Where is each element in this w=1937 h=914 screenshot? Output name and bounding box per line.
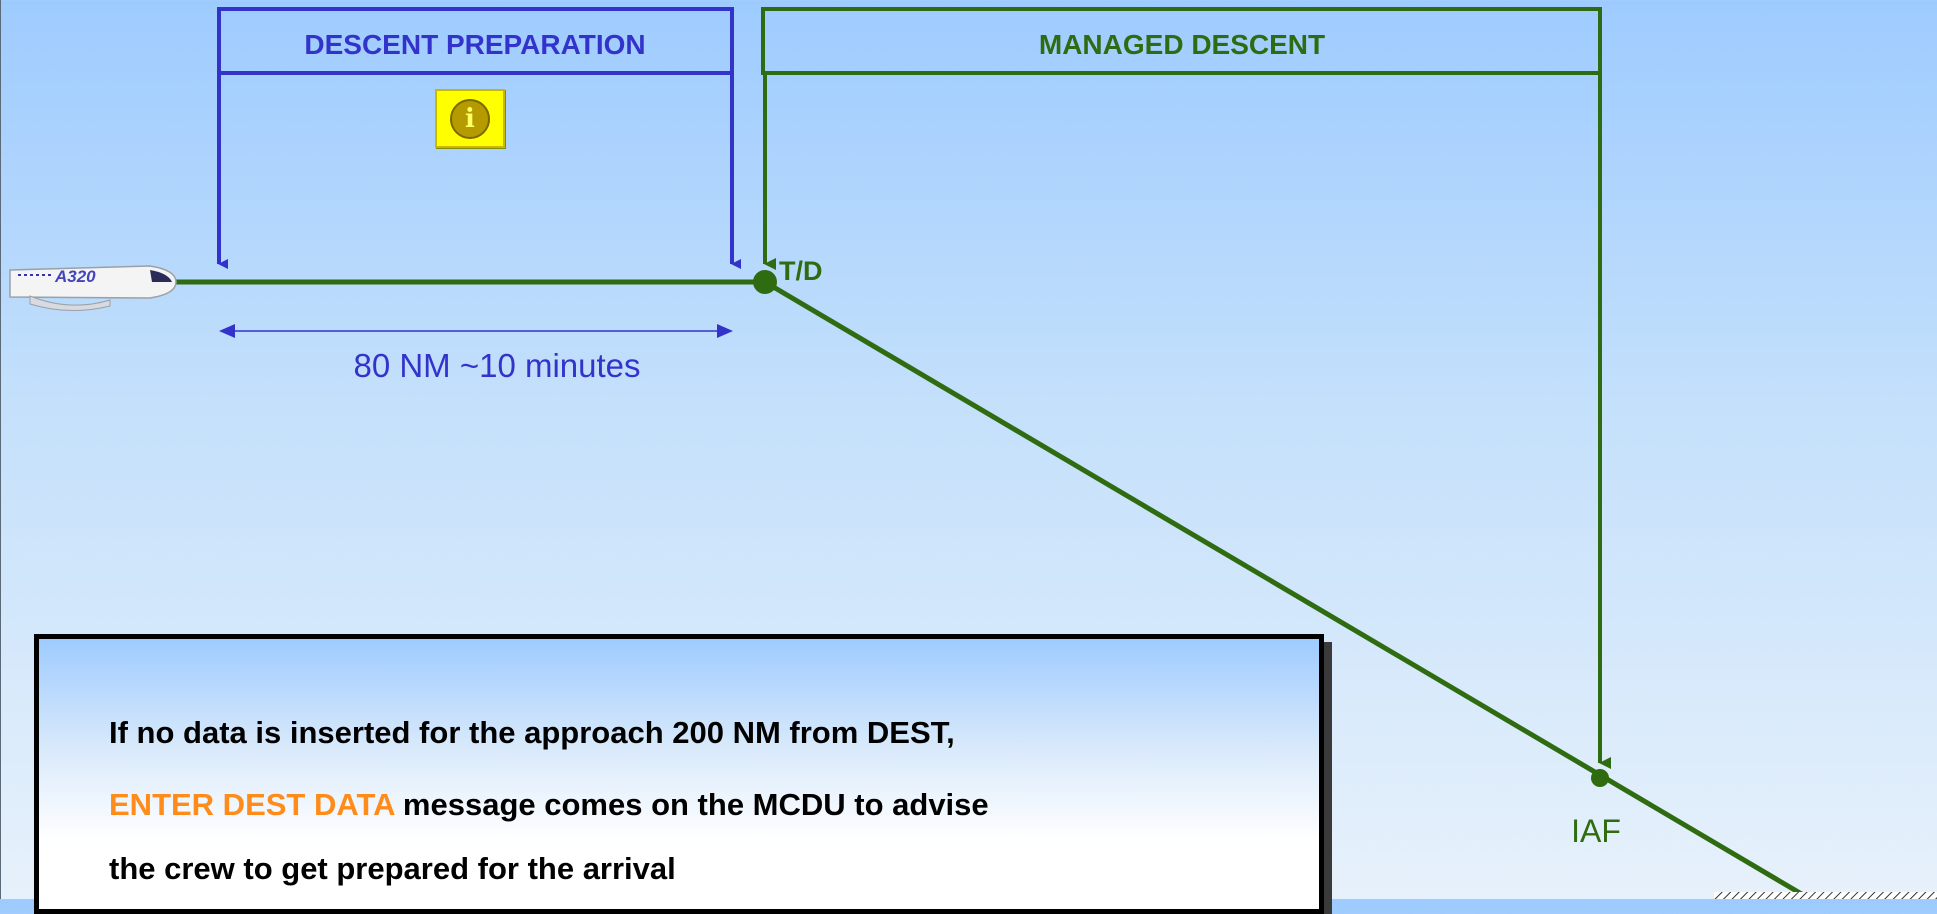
- note-line-2: ENTER DEST DATA message comes on the MCD…: [109, 787, 989, 823]
- distance-label: 80 NM ~10 minutes: [353, 347, 640, 384]
- enter-dest-data-message: ENTER DEST DATA: [109, 787, 395, 822]
- top-of-descent-point: [753, 270, 777, 294]
- runway-ground-marker: [1714, 892, 1937, 899]
- aircraft-label: A320: [54, 267, 96, 286]
- info-note-panel: If no data is inserted for the approach …: [34, 634, 1324, 914]
- top-of-descent-label: T/D: [779, 256, 823, 286]
- descent-preparation-box: [217, 7, 734, 75]
- note-line-3: the crew to get prepared for the arrival: [109, 851, 676, 886]
- iaf-label: IAF: [1571, 813, 1621, 849]
- descent-flight-path: [763, 279, 1812, 899]
- left-border: [0, 0, 1, 899]
- info-icon: i: [450, 98, 490, 139]
- managed-descent-box: [761, 7, 1602, 75]
- aircraft-icon: A320: [9, 265, 177, 311]
- descent-preparation-label: DESCENT PREPARATION: [304, 29, 645, 60]
- info-button[interactable]: i: [435, 89, 505, 148]
- managed-descent-label: MANAGED DESCENT: [1039, 29, 1325, 60]
- distance-indicator: [219, 324, 733, 338]
- note-line-2-rest: message comes on the MCDU to advise: [394, 787, 989, 822]
- iaf-point: [1591, 769, 1609, 787]
- note-line-1: If no data is inserted for the approach …: [109, 715, 955, 750]
- managed-descent-bracket: MANAGED DESCENT: [761, 7, 1611, 769]
- descent-preparation-bracket: DESCENT PREPARATION: [217, 7, 741, 269]
